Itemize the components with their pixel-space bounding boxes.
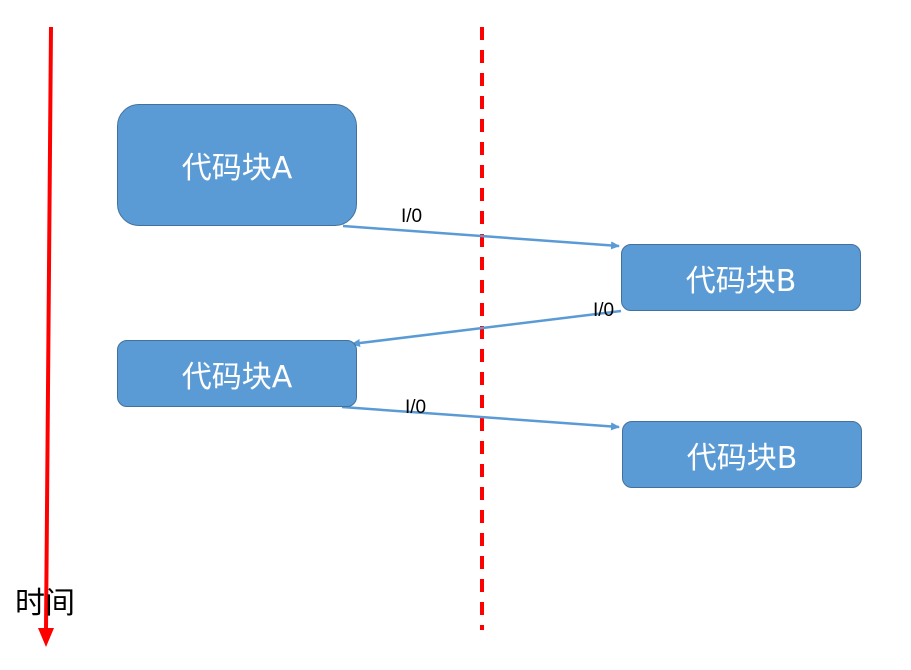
- io-label-3: I/0: [405, 397, 427, 418]
- time-axis-label: 时间: [15, 586, 75, 621]
- code-block-b-1-label: 代码块B: [685, 263, 797, 299]
- io-label-1: I/0: [401, 206, 423, 227]
- code-block-a-1: 代码块A: [117, 104, 357, 226]
- code-block-a-2: 代码块A: [117, 340, 357, 407]
- code-block-a-2-label: 代码块A: [181, 359, 293, 395]
- code-block-b-2: 代码块B: [622, 421, 862, 488]
- io-arrow-a2-to-b2: [341, 405, 620, 431]
- io-arrow-b1-to-a2: [351, 309, 622, 347]
- io-label-2: I/0: [593, 300, 615, 321]
- code-block-b-1: 代码块B: [621, 244, 861, 311]
- code-block-b-2-label: 代码块B: [686, 440, 798, 476]
- io-arrow-a1-to-b1: [342, 224, 620, 250]
- time-axis-arrowhead: [38, 628, 54, 647]
- code-block-a-1-label: 代码块A: [181, 151, 293, 186]
- time-axis-line: [44, 26, 53, 631]
